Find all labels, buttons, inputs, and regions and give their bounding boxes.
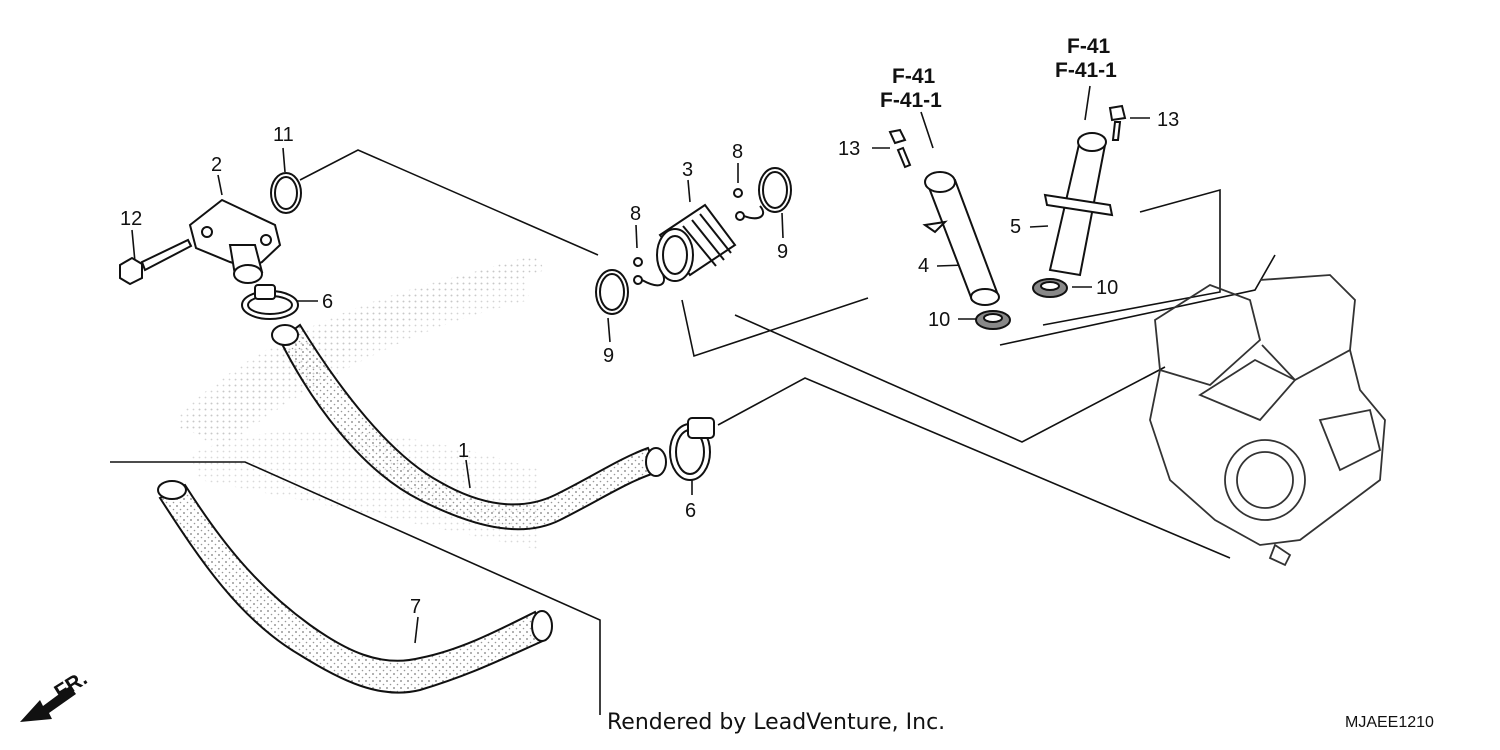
callout-10-right: 10 [1096, 277, 1118, 299]
part-4-water-pipe [922, 171, 1000, 306]
part-2-elbow-joint [188, 198, 282, 284]
callout-6-upper: 6 [322, 291, 333, 313]
hose-7 [157, 480, 553, 694]
part-6-clamp-lower [669, 417, 715, 481]
front-direction-arrow-icon [20, 686, 76, 722]
background-wing-emblem [175, 255, 545, 550]
leader-lines [110, 85, 1276, 715]
part-9-o-ring-left [595, 269, 629, 315]
part-10-seal-right [1032, 278, 1068, 298]
diagram-code: MJAEE1210 [1345, 714, 1434, 731]
callout-11: 11 [273, 124, 294, 146]
callout-5: 5 [1010, 216, 1021, 238]
callout-6-lower: 6 [685, 500, 696, 522]
engine-outline [1149, 274, 1386, 567]
callout-9-right: 9 [777, 241, 788, 263]
ref-left-line-1: F-41 [892, 65, 936, 88]
part-13-bolt-left [888, 128, 912, 169]
callout-1: 1 [458, 440, 469, 462]
part-6-clamp-upper [241, 284, 299, 320]
part-5-water-pipe [1043, 132, 1114, 277]
hose-1 [271, 323, 667, 531]
callout-3: 3 [682, 159, 693, 181]
callout-8-left: 8 [630, 203, 641, 225]
part-11-o-ring [270, 172, 302, 214]
ref-left-line-2: F-41-1 [880, 89, 942, 112]
callout-13-left: 13 [838, 138, 860, 160]
part-12-bolt [119, 238, 193, 286]
callout-4: 4 [918, 255, 929, 277]
ref-right-line-2: F-41-1 [1055, 59, 1117, 82]
part-13-bolt-right [1108, 104, 1127, 141]
part-10-seal-left [975, 310, 1011, 330]
callout-2: 2 [211, 154, 222, 176]
render-credit: Rendered by LeadVenture, Inc. [607, 710, 946, 735]
ref-right-line-1: F-41 [1067, 35, 1111, 58]
part-9-o-ring-right [758, 167, 792, 213]
callout-9-left: 9 [603, 345, 614, 367]
callout-13-right: 13 [1157, 109, 1179, 131]
callout-10-left: 10 [928, 309, 950, 331]
callout-12: 12 [120, 208, 142, 230]
part-8-clip-right [733, 188, 765, 221]
part-3-joint-pipe [656, 203, 737, 282]
callout-7: 7 [410, 596, 421, 618]
callout-8-right: 8 [732, 141, 743, 163]
